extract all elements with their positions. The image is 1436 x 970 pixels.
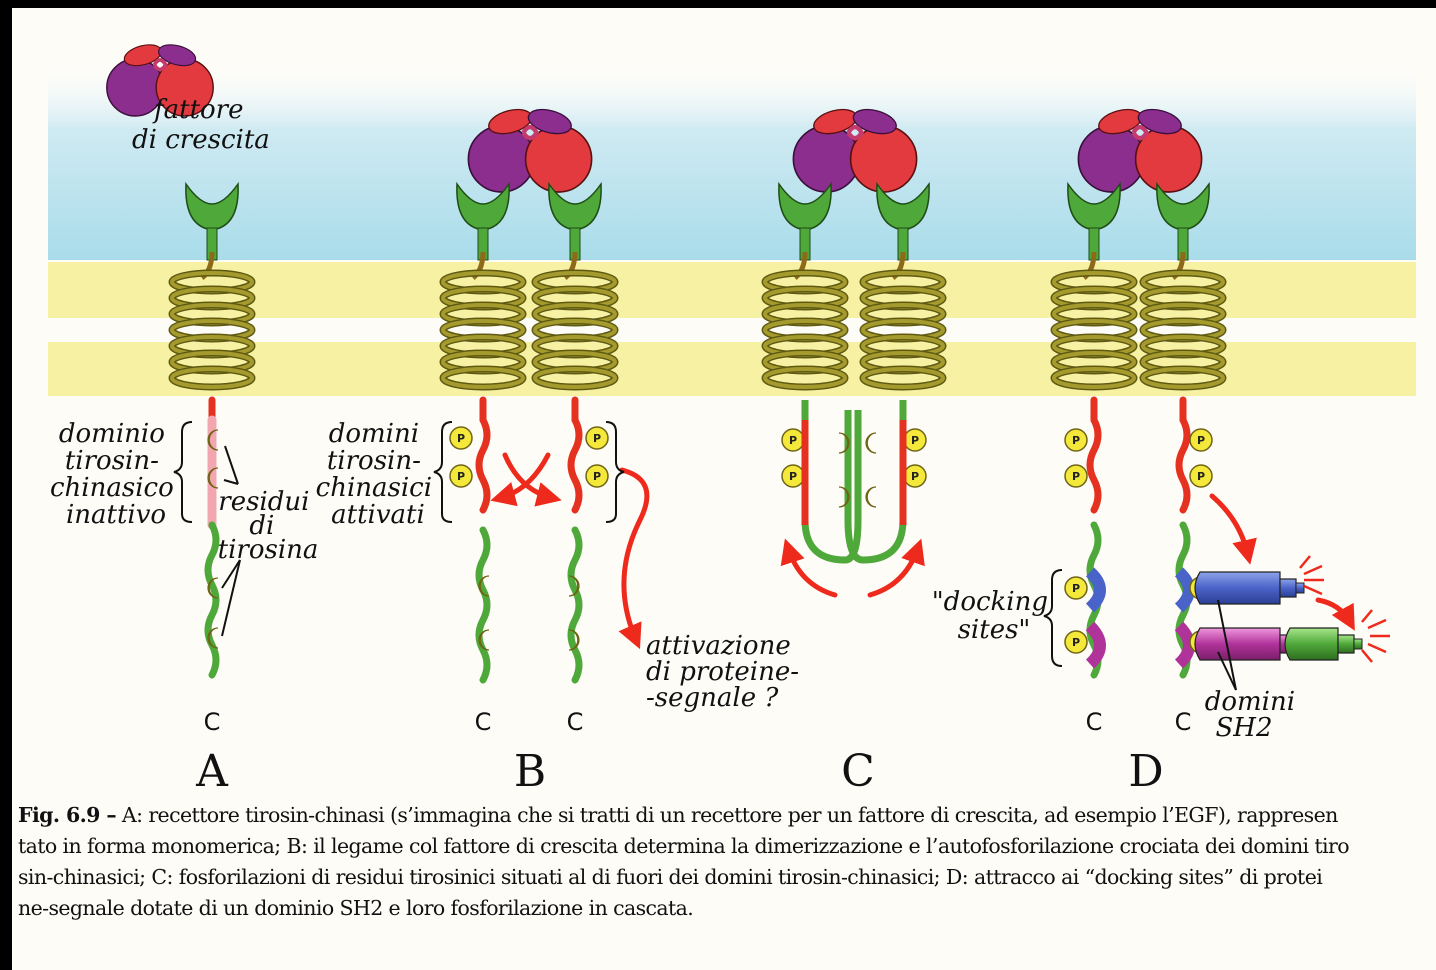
docking-site-blue	[1090, 572, 1100, 608]
arrows	[500, 455, 1350, 640]
extracellular-space	[48, 60, 1416, 260]
sh2-protein-blue-body	[1195, 572, 1280, 604]
tyrosine-residue	[866, 487, 876, 507]
phosphate-label: P	[1072, 582, 1080, 595]
c-terminus-d-right: C	[1175, 708, 1192, 736]
cytoplasmic-tail	[571, 530, 579, 680]
phosphate-label: P	[593, 432, 601, 445]
cytoplasmic-tail	[1179, 420, 1187, 510]
kinase-inactive-label: dominio tirosin- chinasico inattivo	[50, 419, 182, 530]
panel-label-b: B	[514, 746, 546, 797]
docking-sites-label: "docking sites"	[932, 587, 1057, 645]
phosphate-label: P	[911, 470, 919, 483]
signal-activation-label: attivazione di proteine- -segnale ?	[646, 631, 807, 713]
phosphate-label: P	[1072, 636, 1080, 649]
tyrosine-residues-label: residui di tirosina	[218, 487, 319, 565]
caption-lead: Fig. 6.9 –	[18, 803, 116, 827]
cascade-arrow	[1318, 600, 1350, 622]
cytoplasmic-tail	[571, 420, 579, 510]
transmembrane-helix	[535, 252, 615, 387]
phosphate-label: P	[1197, 434, 1205, 447]
signal-protein-green-cap	[1338, 635, 1354, 653]
transmembrane-helix	[1143, 252, 1223, 387]
panel-label-d: D	[1128, 746, 1163, 797]
c-terminus-a: C	[204, 708, 221, 736]
signal-protein-green	[1285, 628, 1362, 660]
cytoplasmic-tail	[1090, 420, 1098, 510]
cytoplasmic-tail	[479, 530, 487, 680]
caption-line-4: ne-segnale dotate di un dominio SH2 e lo…	[18, 893, 1436, 924]
c-terminus-b-left: C	[475, 708, 492, 736]
sh2-protein-blue-cap	[1280, 579, 1296, 597]
brace-docking	[1044, 570, 1062, 666]
transmembrane-helix	[765, 252, 845, 387]
signal-protein-green-body	[1285, 628, 1338, 660]
signal-protein-green-tip	[1354, 639, 1362, 649]
phosphate-label: P	[911, 434, 919, 447]
transmembrane-helix	[443, 252, 523, 387]
c-terminus-d-left: C	[1086, 708, 1103, 736]
phosphate-label: P	[789, 470, 797, 483]
sh2-protein-magenta-body	[1195, 628, 1280, 660]
transmembrane-helix	[1054, 252, 1134, 387]
phosphate-label: P	[1197, 470, 1205, 483]
signal-activation-arrow	[622, 470, 647, 640]
docking-arrow	[1212, 496, 1248, 555]
cytoplasmic-tail	[479, 420, 487, 510]
tyrosine-residue	[866, 433, 876, 453]
panel-label-a: A	[195, 746, 229, 797]
kinase-active-label: domini tirosin- chinasici attivati	[316, 419, 441, 530]
sh2-protein-blue-tip	[1296, 583, 1304, 593]
panel-label-c: C	[841, 746, 875, 797]
docking-site-blue	[1179, 572, 1189, 608]
c-terminus-b-right: C	[567, 708, 584, 736]
caption-line-2: tato in forma monomerica; B: il legame c…	[18, 831, 1436, 862]
phosphate-label: P	[457, 432, 465, 445]
transmembrane-helix	[172, 252, 252, 387]
figure-caption: Fig. 6.9 – A: recettore tirosin-chinasi …	[18, 800, 1436, 924]
caption-line-3: sin-chinasici; C: fosforilazioni di resi…	[18, 862, 1436, 893]
cytoplasmic-tail	[208, 525, 216, 675]
phosphate-label: P	[593, 470, 601, 483]
sh2-protein-blue	[1195, 572, 1304, 604]
caption-line-1: Fig. 6.9 – A: recettore tirosin-chinasi …	[18, 800, 1436, 831]
transmembrane-helix	[863, 252, 943, 387]
phosphate-label: P	[1072, 434, 1080, 447]
brace-kinase-inactive	[174, 422, 192, 522]
phosphate-label: P	[789, 434, 797, 447]
phosphate-label: P	[1072, 470, 1080, 483]
phosphate-label: P	[457, 470, 465, 483]
sh2-domains-label: domini SH2	[1205, 687, 1304, 743]
